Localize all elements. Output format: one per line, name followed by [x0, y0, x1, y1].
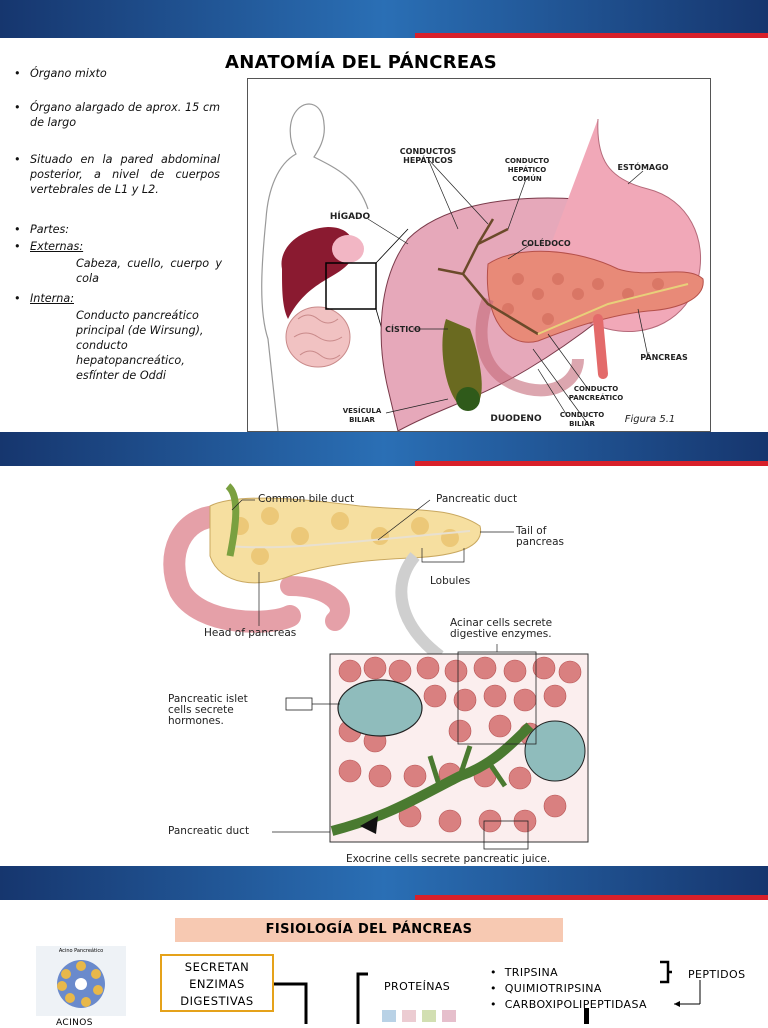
acino-thumbnail: Acino Pancreático — [36, 946, 126, 1016]
label-estomago: ESTÓMAGO — [617, 163, 669, 172]
label-duodeno: DUODENO — [490, 414, 542, 424]
secretan-box: SECRETAN ENZIMAS DIGESTIVAS — [160, 954, 274, 1012]
label-conducto-biliar: CONDUCTO BILIAR — [559, 411, 605, 428]
label-conducto-hepatico-comun: CONDUCTO HEPÁTICO COMÚN — [504, 157, 550, 183]
header-band-2 — [0, 432, 768, 466]
proteinas-label: PROTEÍNAS — [384, 980, 451, 993]
label-tail-of-pancreas: Tail of pancreas — [516, 525, 564, 548]
internas-detail: Conducto pancreático principal (de Wirsu… — [76, 309, 204, 382]
acino-illustration — [57, 960, 105, 1008]
label-acinar: Acinar cells secrete digestive enzymes. — [450, 617, 553, 640]
slide-title: FISIOLOGÍA DEL PÁNCREAS — [175, 918, 563, 942]
label-higado: HÍGADO — [329, 212, 371, 222]
anatomy-illustration — [261, 103, 704, 432]
secretan-line: ENZIMAS — [189, 977, 245, 991]
label-exocrine: Exocrine cells secrete pancreatic juice. — [346, 853, 551, 865]
red-accent — [414, 461, 768, 466]
anatomy-figure: CONDUCTOS HEPÁTICOS CONDUCTO HEPÁTICO CO… — [247, 78, 711, 432]
slide-histology: Common bile duct Pancreatic duct Tail of… — [0, 466, 768, 866]
label-conducto-pancreatico: CONDUCTO PANCREÁTICO — [568, 385, 624, 402]
label-common-bile-duct: Common bile duct — [258, 493, 355, 505]
histology-illustration — [163, 483, 589, 850]
red-accent — [414, 33, 768, 38]
label-pancreatic-duct-top: Pancreatic duct — [436, 493, 518, 505]
connector-lines — [274, 960, 701, 1024]
label-conductos-hepaticos: CONDUCTOS HEPÁTICOS — [399, 147, 457, 165]
red-accent — [414, 895, 768, 900]
label-figura: Figura 5.1 — [624, 414, 676, 425]
acinos-label: ACINOS — [56, 1018, 93, 1028]
label-islet: Pancreatic islet cells secrete hormones. — [168, 693, 248, 727]
label-coledoco: COLÉDOCO — [521, 239, 571, 248]
secretan-line: SECRETAN — [184, 960, 250, 974]
header-band-1 — [0, 0, 768, 38]
label-pancreas: PÁNCREAS — [640, 353, 688, 362]
enzyme-item: • QUIMIOTRIPSINA — [490, 982, 602, 995]
label-vesicula-biliar: VESÍCULA BILIAR — [342, 407, 382, 424]
slide-title: ANATOMÍA DEL PÁNCREAS — [225, 52, 497, 73]
slide-fisiologia: FISIOLOGÍA DEL PÁNCREAS Acino Pancreátic… — [0, 900, 768, 1028]
slide-anatomia: ANATOMÍA DEL PÁNCREAS •Órgano mixto •Órg… — [0, 38, 768, 432]
label-pancreatic-duct-bottom: Pancreatic duct — [168, 825, 250, 837]
enzyme-item: • CARBOXIPOLIPEPTIDASA — [490, 998, 647, 1011]
label-cistico: CÍSTICO — [385, 325, 421, 334]
pancreas-histology-figure: Common bile duct Pancreatic duct Tail of… — [160, 476, 610, 866]
label-head-of-pancreas: Head of pancreas — [204, 627, 297, 639]
enzyme-item: • TRIPSINA — [490, 966, 559, 979]
secretan-line: DIGESTIVAS — [180, 994, 254, 1008]
thumbnail-title: Acino Pancreático — [58, 948, 104, 954]
peptidos-label: PEPTIDOS — [688, 968, 746, 981]
header-band-3 — [0, 866, 768, 900]
externas-detail: Cabeza, cuello, cuerpo y cola — [76, 257, 222, 285]
label-lobules: Lobules — [430, 575, 471, 587]
